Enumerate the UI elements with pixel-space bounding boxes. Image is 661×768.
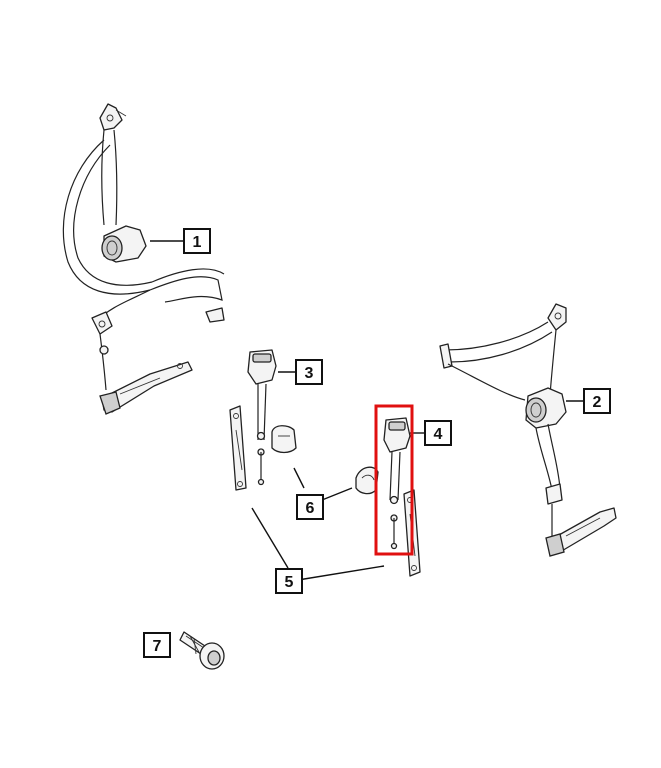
callout-6[interactable]: 6 bbox=[296, 494, 324, 520]
svg-text:7: 7 bbox=[153, 638, 162, 655]
leader-5b bbox=[297, 565, 385, 581]
callout-4[interactable]: 4 bbox=[424, 420, 452, 446]
leader-5a bbox=[251, 507, 289, 569]
leader-6b bbox=[321, 487, 353, 501]
svg-text:4: 4 bbox=[434, 426, 443, 443]
part-1-front-seat-belt[interactable] bbox=[62, 103, 225, 415]
callout-5[interactable]: 5 bbox=[275, 568, 303, 594]
part-3-buckle[interactable] bbox=[229, 349, 277, 491]
callout-3[interactable]: 3 bbox=[295, 359, 323, 385]
leader-6a bbox=[293, 467, 305, 489]
callout-7[interactable]: 7 bbox=[143, 632, 171, 658]
svg-text:1: 1 bbox=[193, 234, 202, 251]
part-6-cover[interactable] bbox=[271, 425, 379, 495]
part-2-front-seat-belt[interactable] bbox=[439, 303, 617, 557]
svg-text:3: 3 bbox=[305, 365, 314, 382]
svg-text:2: 2 bbox=[593, 394, 602, 411]
part-4-buckle-bracket[interactable] bbox=[383, 417, 421, 577]
highlight-frame bbox=[374, 404, 414, 556]
svg-text:5: 5 bbox=[285, 574, 294, 591]
leader-lines bbox=[150, 240, 584, 581]
callout-1[interactable]: 1 bbox=[183, 228, 211, 254]
svg-text:6: 6 bbox=[306, 500, 315, 517]
callout-2[interactable]: 2 bbox=[583, 388, 611, 414]
part-7-bolt[interactable] bbox=[179, 631, 225, 670]
